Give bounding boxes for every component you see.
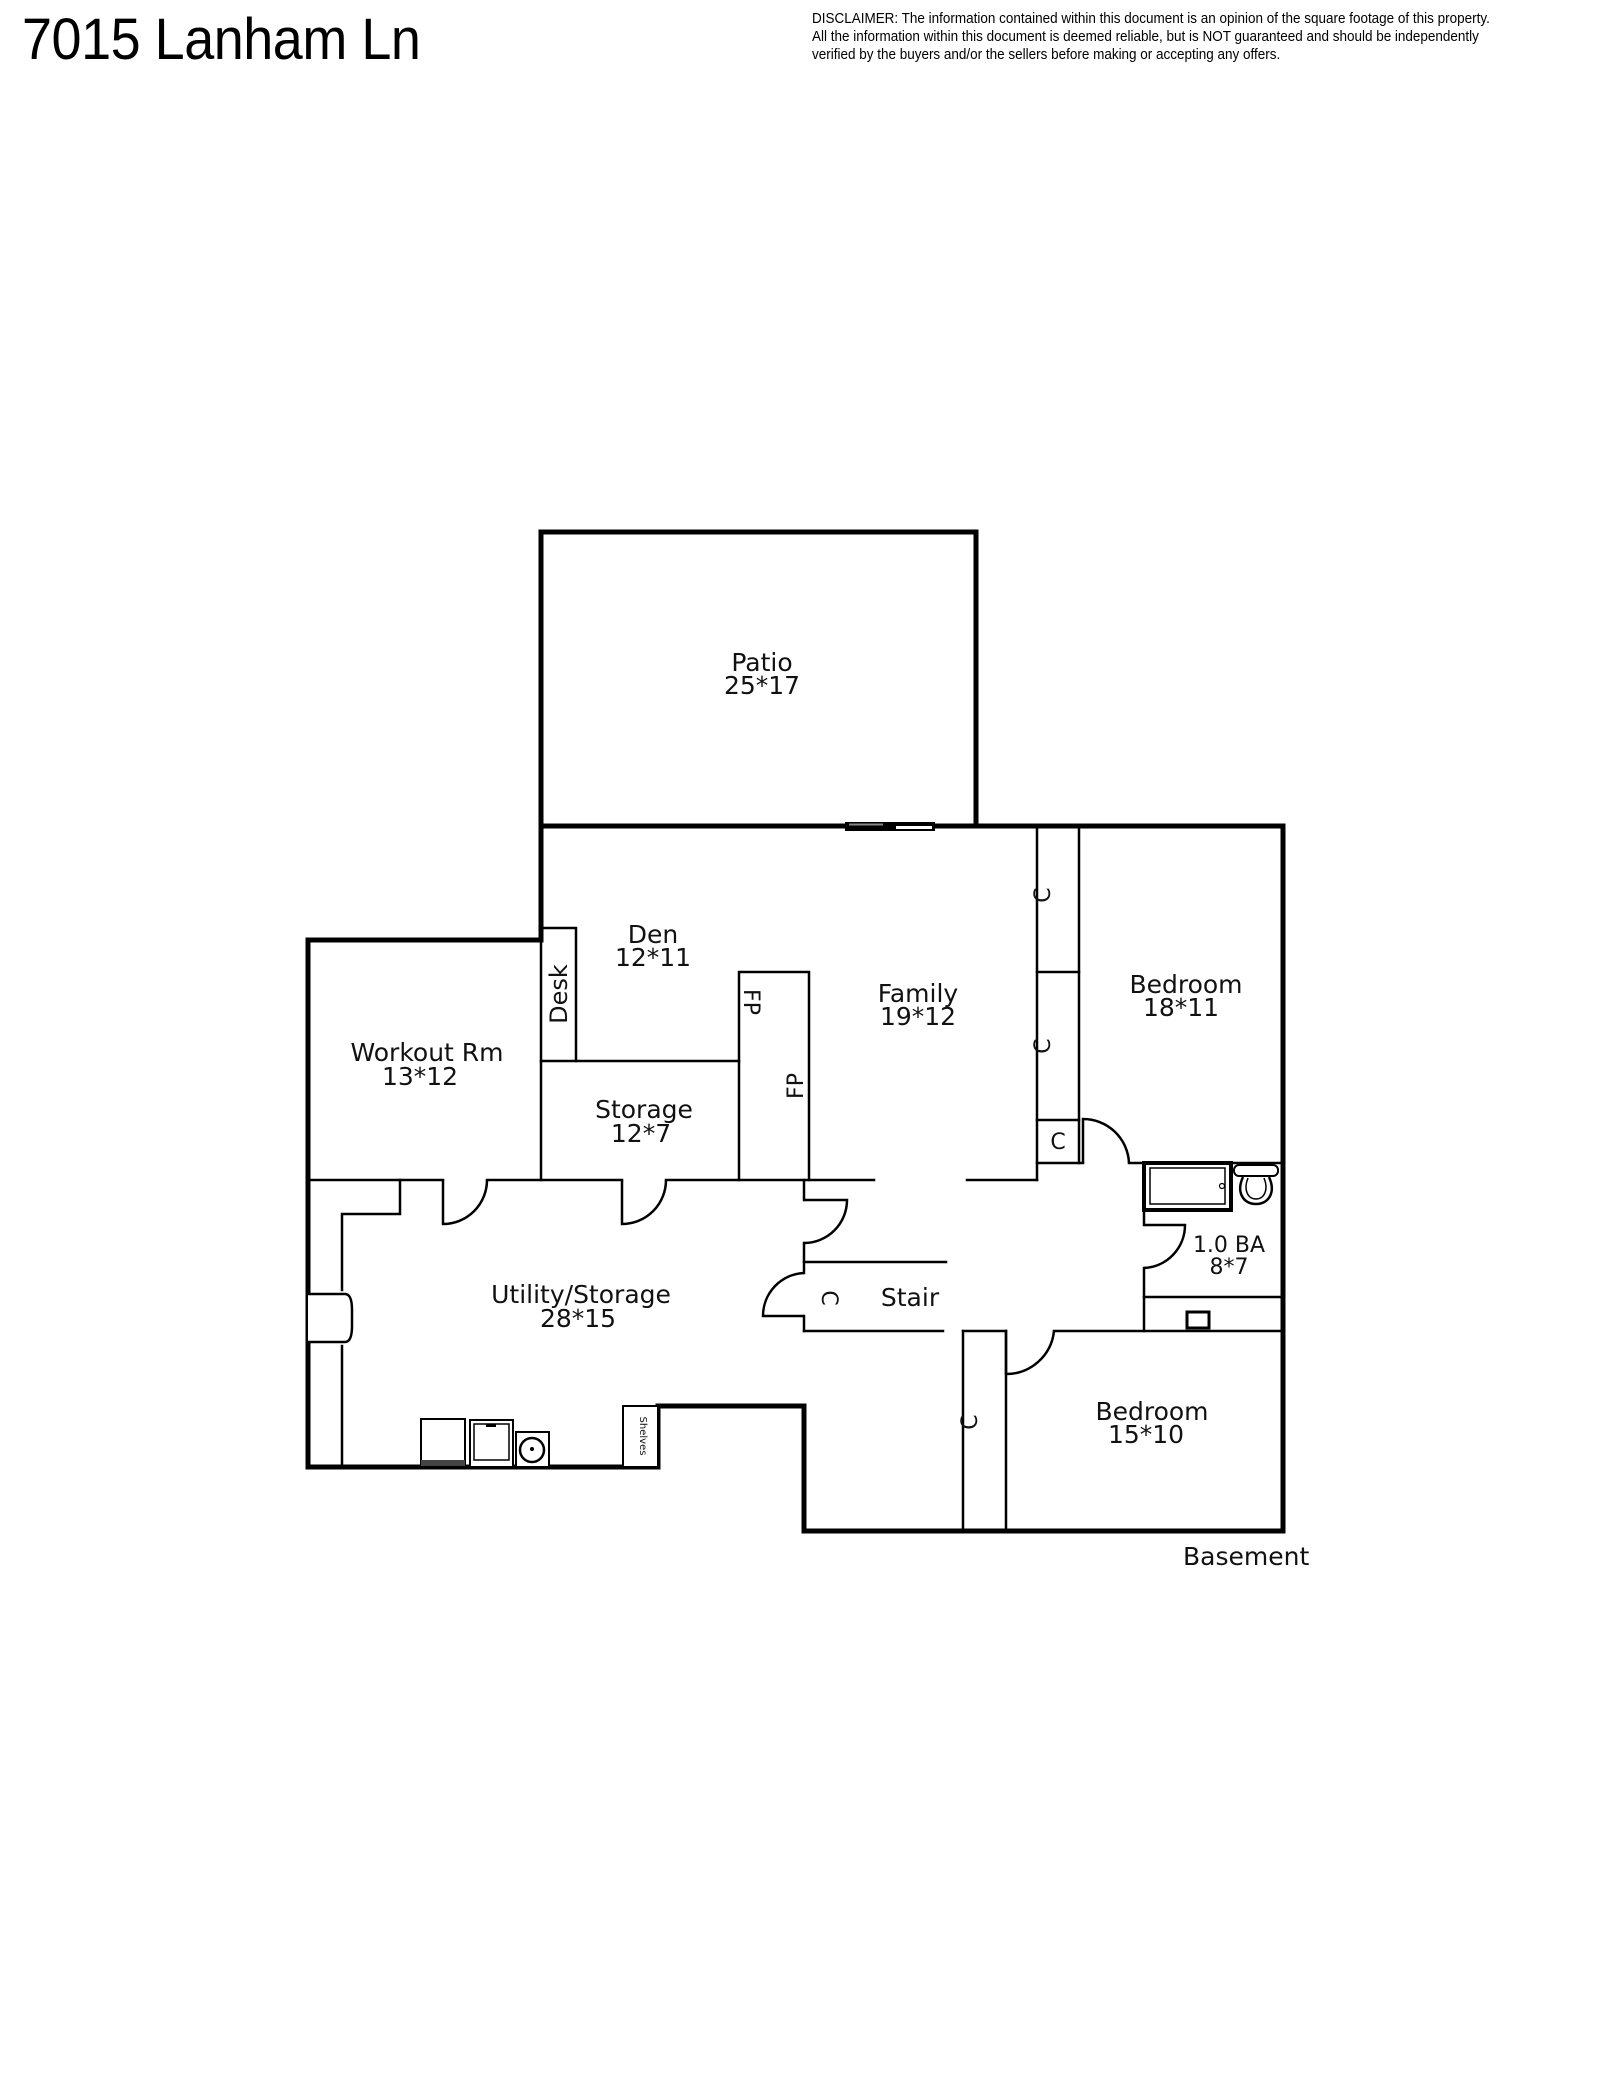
shelves-label: Shelves <box>637 1417 648 1456</box>
closet-label: C <box>1031 887 1056 902</box>
den-name: Den <box>628 920 678 949</box>
fireplace-label: FP <box>738 989 763 1015</box>
water-heater <box>308 1292 354 1344</box>
shelves: Shelves <box>622 1405 659 1468</box>
disclaimer-line: DISCLAIMER: The information contained wi… <box>812 11 1490 27</box>
bedroom-2-dims: 15*10 <box>1108 1420 1184 1449</box>
utility-sink <box>515 1431 550 1468</box>
disclaimer-line: All the information within this document… <box>812 29 1479 45</box>
doors <box>441 1117 1187 1376</box>
bedroom-1-dims: 18*11 <box>1143 993 1219 1022</box>
stair-label: Stair <box>881 1283 940 1312</box>
patio-dims: 25*17 <box>724 671 800 700</box>
workout-dims: 13*12 <box>382 1062 458 1091</box>
bedroom-1-name: Bedroom <box>1129 970 1242 999</box>
toilet <box>1233 1164 1279 1206</box>
patio-name: Patio <box>731 648 792 677</box>
closet-label: C <box>816 1290 841 1305</box>
interior-walls <box>306 824 1285 1533</box>
page-title: 7015 Lanham Ln <box>22 7 421 72</box>
disclaimer-line: verified by the buyers and/or the seller… <box>812 47 1281 63</box>
storage-dims: 12*7 <box>611 1119 671 1148</box>
closet-label: C <box>1031 1038 1056 1053</box>
patio-outline <box>538 529 979 829</box>
disclaimer: DISCLAIMER: The information contained wi… <box>812 10 1556 64</box>
dryer <box>469 1419 514 1468</box>
closet-label: C <box>1050 1130 1065 1155</box>
closet-label: C <box>958 1414 983 1429</box>
sink-fixture <box>1185 1310 1211 1330</box>
bedroom-2-name: Bedroom <box>1095 1397 1208 1426</box>
sliding-door <box>845 822 935 831</box>
storage-name: Storage <box>595 1095 693 1124</box>
workout-name: Workout Rm <box>350 1038 503 1067</box>
utility-dims: 28*15 <box>540 1304 616 1333</box>
den-dims: 12*11 <box>615 943 691 972</box>
desk-label: Desk <box>545 964 573 1024</box>
bath-dims: 8*7 <box>1210 1255 1249 1280</box>
bathtub <box>1142 1161 1233 1212</box>
fixture-labels: Desk FP FP C C C C C <box>545 887 1066 1429</box>
floor-label: Basement <box>1183 1542 1309 1571</box>
bath-name: 1.0 BA <box>1193 1233 1265 1258</box>
fireplace-label: FP <box>784 1073 809 1099</box>
family-name: Family <box>878 979 959 1008</box>
room-labels: Patio 25*17 Den 12*11 Family 19*12 Bedro… <box>350 648 1309 1571</box>
utility-name: Utility/Storage <box>491 1280 671 1309</box>
family-dims: 19*12 <box>880 1002 956 1031</box>
washer <box>420 1418 466 1468</box>
